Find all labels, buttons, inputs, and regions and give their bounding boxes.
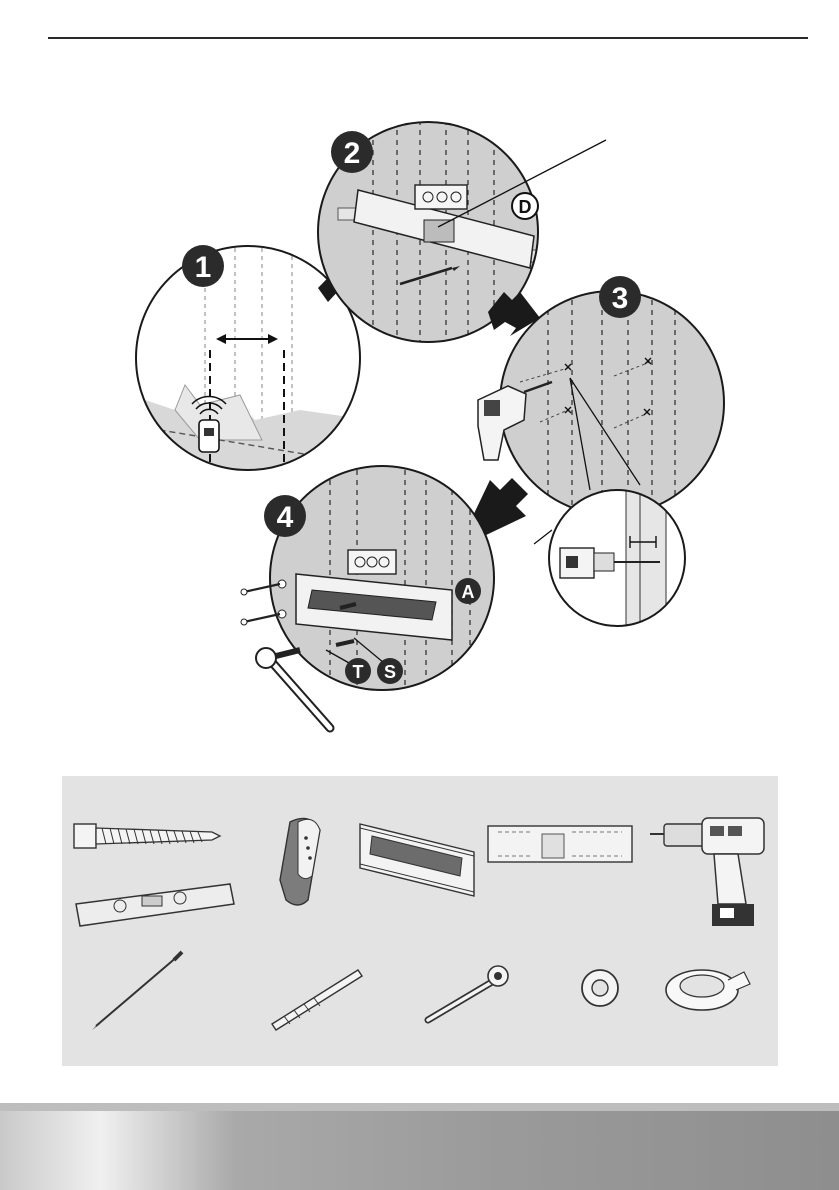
spirit-level-icon xyxy=(76,884,234,926)
tape-icon xyxy=(666,970,750,1010)
lag-bolt-icon xyxy=(74,824,220,848)
washer-icon xyxy=(582,970,618,1006)
step-1-number: 1 xyxy=(195,251,212,284)
stud-finder-icon xyxy=(280,818,320,905)
part-d-label: D xyxy=(519,197,532,217)
installation-steps: 1 D 2 xyxy=(0,0,839,760)
drill-bit-icon xyxy=(272,970,362,1030)
part-t-label: T xyxy=(353,662,364,682)
tools-panel xyxy=(62,776,778,1066)
step-4-number: 4 xyxy=(277,501,294,534)
step-4-scene: A T S 4 xyxy=(241,460,494,728)
step-2-number: 2 xyxy=(344,137,361,170)
footer-band xyxy=(0,1103,839,1190)
step-3-number: 3 xyxy=(612,282,629,315)
footer-stripe xyxy=(0,1103,839,1111)
pencil-icon xyxy=(92,952,182,1030)
part-a-label: A xyxy=(462,582,475,602)
wall-bracket-icon xyxy=(488,826,632,862)
tv-mount-plate-icon xyxy=(360,824,474,896)
part-s-label: S xyxy=(384,662,396,682)
socket-wrench-icon xyxy=(428,966,508,1020)
cordless-drill-icon xyxy=(650,818,764,926)
